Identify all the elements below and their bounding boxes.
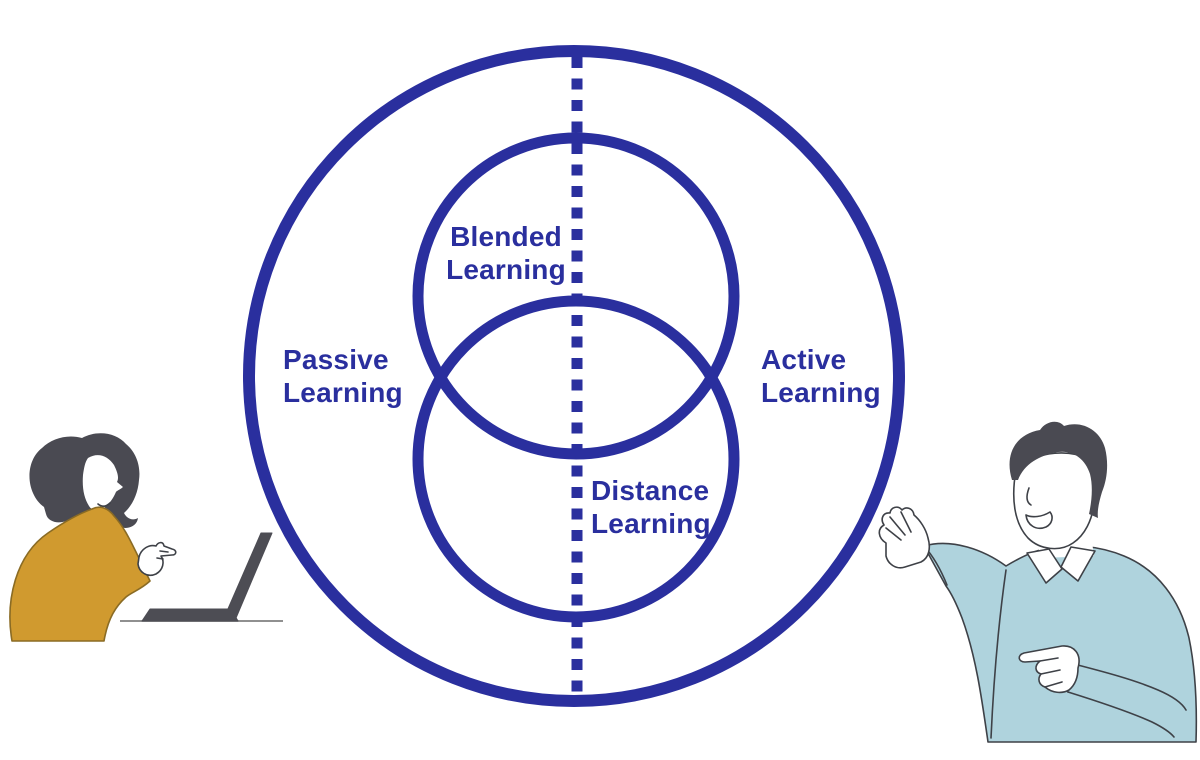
woman-pointing-hand bbox=[137, 541, 177, 577]
man-raised-hand-finger-lines bbox=[885, 511, 912, 541]
man-forearm-bottom-line bbox=[1067, 691, 1175, 738]
man-forearm-top-line bbox=[1069, 662, 1187, 711]
distance-learning-circle bbox=[412, 295, 740, 623]
blended-learning-circle bbox=[412, 132, 740, 460]
laptop-screen bbox=[223, 532, 273, 619]
man-collar-left bbox=[1026, 548, 1063, 584]
woman-finger-lines bbox=[156, 550, 169, 560]
woman-sweater bbox=[9, 506, 151, 642]
man-collar-right bbox=[1060, 546, 1096, 582]
woman-hair bbox=[29, 433, 140, 529]
man-sweater bbox=[923, 542, 1198, 743]
man-nose bbox=[1026, 487, 1032, 506]
man-arm-inner-line bbox=[990, 569, 1007, 739]
woman-at-laptop-illustration bbox=[9, 433, 283, 642]
man-chest-hand-finger-lines bbox=[1039, 657, 1063, 688]
label-blended-learning: Blended Learning bbox=[446, 221, 566, 285]
woman-smile bbox=[97, 502, 111, 508]
man-hair bbox=[1009, 421, 1108, 518]
outer-circle bbox=[243, 45, 905, 707]
man-smile bbox=[1025, 511, 1053, 530]
label-active-learning: Active Learning bbox=[761, 344, 881, 408]
label-passive-learning: Passive Learning bbox=[283, 344, 403, 408]
label-distance-learning: Distance Learning bbox=[591, 475, 711, 539]
man-presenting-illustration bbox=[878, 421, 1198, 743]
man-raised-hand bbox=[878, 506, 931, 569]
laptop-base bbox=[141, 608, 239, 622]
